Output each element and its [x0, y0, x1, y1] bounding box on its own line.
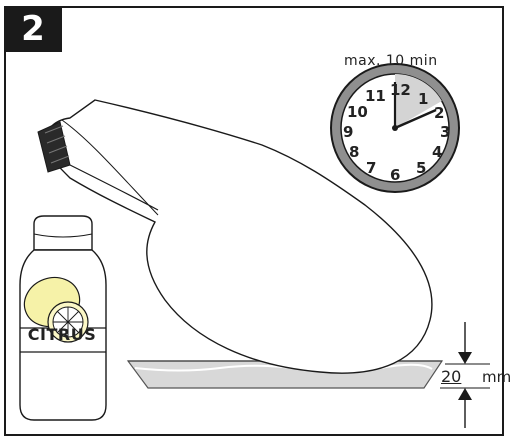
clock-numeral: 12 — [390, 81, 411, 99]
clock-numeral: 2 — [434, 104, 444, 122]
hour-hand — [394, 108, 437, 130]
lemon-icon — [23, 276, 89, 343]
shaver-head — [37, 99, 433, 374]
dimension-unit: mm — [482, 368, 512, 386]
clock-numeral: 4 — [432, 143, 442, 161]
clock-numeral: 7 — [366, 159, 376, 177]
clock-numeral: 10 — [347, 103, 368, 121]
clock-numeral: 9 — [343, 123, 353, 141]
bottle-label: CITRUS — [27, 325, 97, 344]
clock-numeral: 11 — [365, 87, 386, 105]
citrus-bottle — [19, 215, 107, 421]
dimension-value: 20 — [441, 367, 462, 386]
step-number-badge: 2 — [4, 6, 62, 52]
clock-numeral: 6 — [390, 166, 400, 184]
depth-dimension-marker — [440, 322, 490, 428]
clock-numeral: 3 — [440, 123, 450, 141]
clock: 12 1 2 3 4 5 6 7 8 9 10 11 — [330, 63, 460, 193]
clock-numeral: 8 — [349, 143, 359, 161]
clock-numeral: 5 — [416, 159, 426, 177]
elapsed-sector — [395, 73, 442, 128]
time-caption: max. 10 min — [344, 53, 438, 69]
clock-numeral: 1 — [418, 90, 428, 108]
